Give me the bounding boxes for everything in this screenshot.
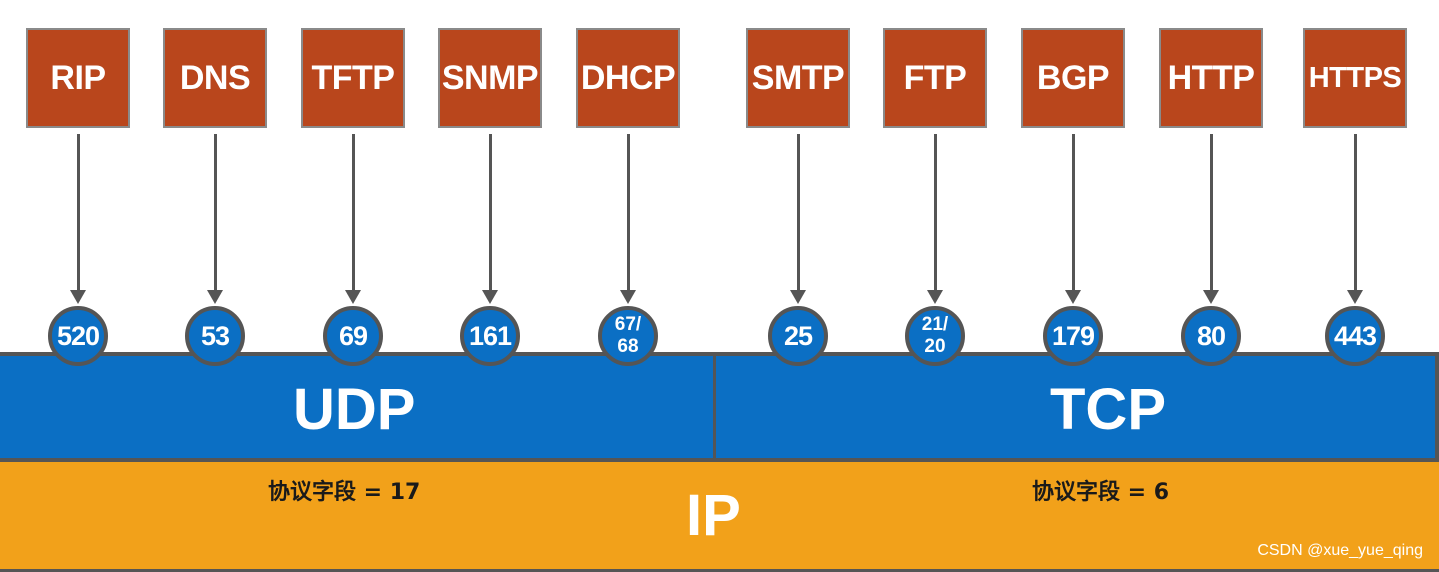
app-label-http: HTTP	[1167, 58, 1255, 97]
udp-label: UDP	[293, 377, 416, 442]
port-number: 25	[783, 320, 813, 351]
port-number-line: 68	[617, 336, 639, 357]
app-label-smtp: SMTP	[751, 58, 845, 97]
arrow-line-http	[1209, 134, 1213, 292]
port-number-line: 21/	[921, 314, 949, 335]
port-badge-smtp: 25	[768, 306, 828, 366]
app-label-dns: DNS	[179, 58, 251, 97]
arrow-line-dhcp	[626, 134, 630, 292]
app-box-smtp: SMTP	[746, 28, 850, 128]
port-badge-snmp: 161	[460, 306, 520, 366]
arrow-head-icon	[1347, 290, 1363, 304]
port-number-line: 67/	[614, 314, 642, 335]
ip-band: 协议字段 = 17 协议字段 = 6 IP CSDN @xue_yue_qing	[0, 462, 1439, 572]
port-badge-https: 443	[1325, 306, 1385, 366]
app-label-dhcp: DHCP	[580, 58, 676, 97]
port-badge-dhcp: 67/68	[598, 306, 658, 366]
app-box-bgp: BGP	[1021, 28, 1125, 128]
arrow-head-icon	[1065, 290, 1081, 304]
port-number: 80	[1196, 320, 1226, 351]
app-box-snmp: SNMP	[438, 28, 542, 128]
arrow-line-https	[1353, 134, 1357, 292]
port-number: 179	[1051, 320, 1095, 351]
app-label-https: HTTPS	[1308, 61, 1402, 94]
arrow-line-tftp	[351, 134, 355, 292]
arrow-head-icon	[927, 290, 943, 304]
port-badge-dns: 53	[185, 306, 245, 366]
app-box-http: HTTP	[1159, 28, 1263, 128]
arrow-line-rip	[76, 134, 80, 292]
app-label-rip: RIP	[50, 58, 106, 97]
port-number-line: 20	[924, 336, 946, 357]
port-badge-ftp: 21/20	[905, 306, 965, 366]
app-box-https: HTTPS	[1303, 28, 1407, 128]
udp-band: UDP	[0, 352, 713, 462]
arrow-head-icon	[345, 290, 361, 304]
arrow-head-icon	[482, 290, 498, 304]
app-label-tftp: TFTP	[311, 58, 395, 97]
app-label-bgp: BGP	[1036, 58, 1110, 97]
watermark: CSDN @xue_yue_qing	[1257, 542, 1423, 559]
port-badge-rip: 520	[48, 306, 108, 366]
arrow-line-snmp	[488, 134, 492, 292]
app-label-ftp: FTP	[903, 58, 967, 97]
app-box-dhcp: DHCP	[576, 28, 680, 128]
arrow-head-icon	[70, 290, 86, 304]
app-box-tftp: TFTP	[301, 28, 405, 128]
arrow-line-dns	[213, 134, 217, 292]
port-badge-http: 80	[1181, 306, 1241, 366]
port-badge-tftp: 69	[323, 306, 383, 366]
tcp-band: TCP	[713, 352, 1439, 462]
arrow-line-ftp	[933, 134, 937, 292]
app-label-snmp: SNMP	[441, 58, 539, 97]
arrow-head-icon	[1203, 290, 1219, 304]
arrow-head-icon	[620, 290, 636, 304]
tcp-protocol-field: 协议字段 = 6	[1032, 480, 1170, 505]
app-box-ftp: FTP	[883, 28, 987, 128]
app-box-rip: RIP	[26, 28, 130, 128]
arrow-line-smtp	[796, 134, 800, 292]
ip-label: IP	[686, 483, 741, 548]
udp-protocol-field: 协议字段 = 17	[268, 480, 421, 505]
port-number: 161	[468, 320, 512, 351]
tcp-label: TCP	[1050, 377, 1166, 442]
port-badge-bgp: 179	[1043, 306, 1103, 366]
port-number: 520	[56, 320, 100, 351]
port-number: 69	[338, 320, 368, 351]
port-number: 443	[1333, 320, 1377, 351]
app-box-dns: DNS	[163, 28, 267, 128]
arrow-line-bgp	[1071, 134, 1075, 292]
port-number: 53	[200, 320, 230, 351]
arrow-head-icon	[207, 290, 223, 304]
arrow-head-icon	[790, 290, 806, 304]
